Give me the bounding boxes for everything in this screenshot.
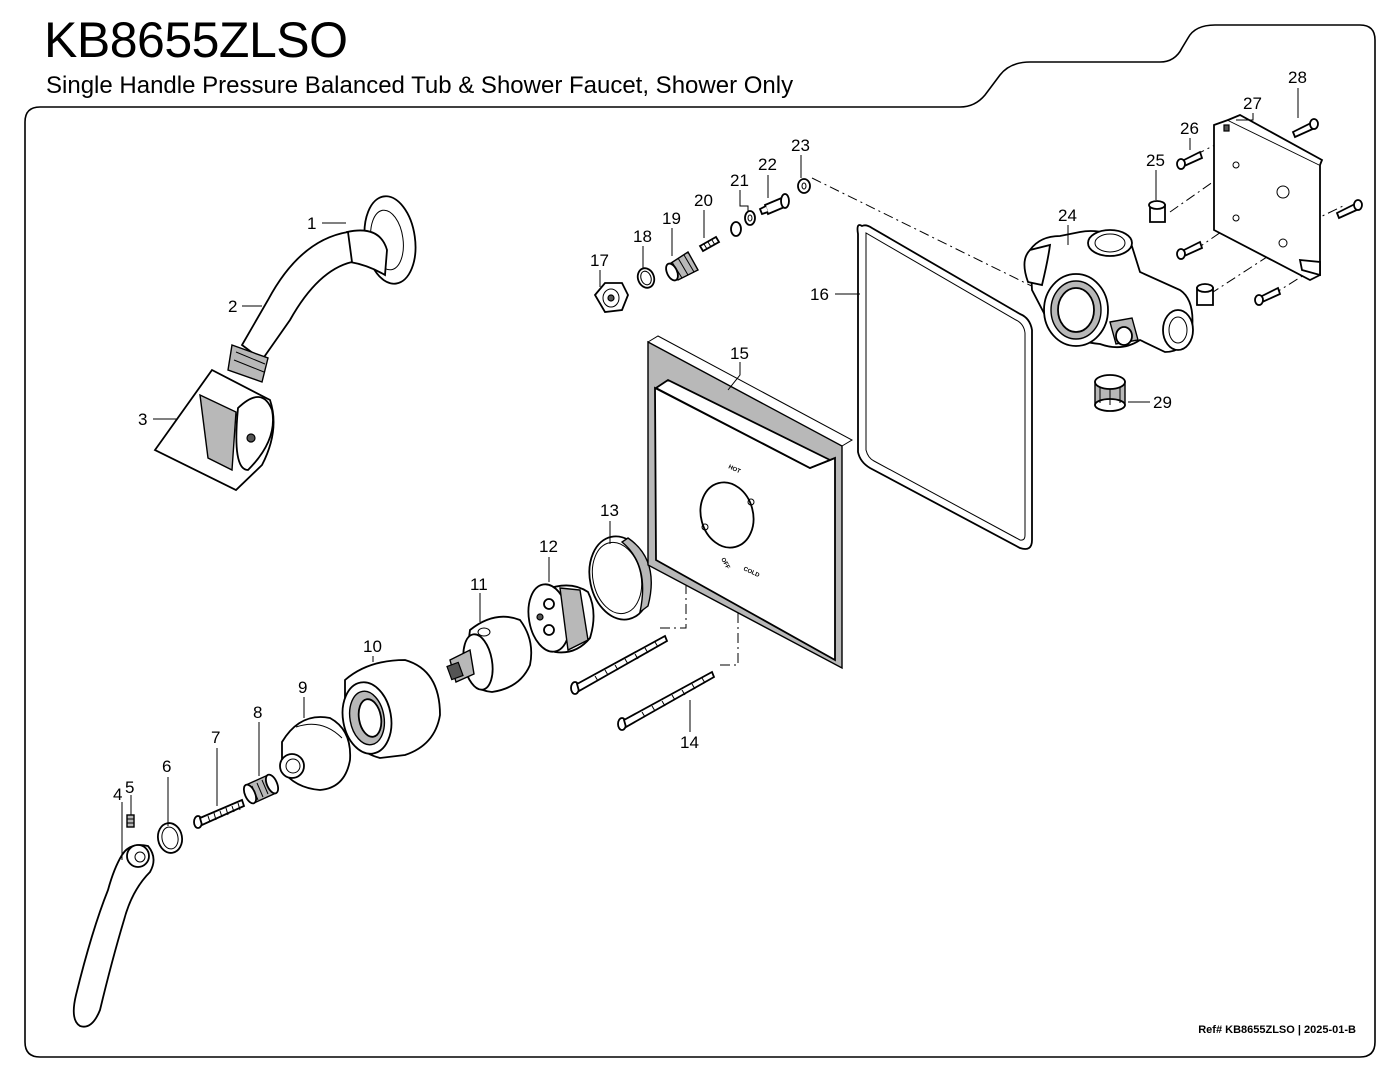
part-23-washer xyxy=(797,178,811,194)
part-21-washers xyxy=(730,210,756,237)
callout-16: 16 xyxy=(810,285,829,304)
callout-7: 7 xyxy=(211,728,220,747)
callout-20: 20 xyxy=(694,191,713,210)
part-2-shower-arm xyxy=(227,230,353,383)
callout-3: 3 xyxy=(138,410,147,429)
callout-9: 9 xyxy=(298,678,307,697)
callout-28: 28 xyxy=(1288,68,1307,87)
part-28-bracket-screws xyxy=(1291,118,1363,220)
callout-4: 4 xyxy=(113,785,122,804)
callout-14: 14 xyxy=(680,733,699,752)
part-17-nut xyxy=(593,282,629,313)
part-1-shower-flange xyxy=(346,195,417,285)
callout-29: 29 xyxy=(1153,393,1172,412)
part-16-wall-gasket xyxy=(856,224,1033,550)
callout-6: 6 xyxy=(162,757,171,776)
part-13-gasket xyxy=(588,535,652,621)
callout-22: 22 xyxy=(758,155,777,174)
callout-12: 12 xyxy=(539,537,558,556)
callout-5: 5 xyxy=(125,778,134,797)
callout-23: 23 xyxy=(791,136,810,155)
callout-25: 25 xyxy=(1146,151,1165,170)
part-5-set-screw xyxy=(126,814,135,828)
part-14-mounting-screws xyxy=(570,634,716,731)
off-marking: OFF xyxy=(719,557,730,571)
callout-17: 17 xyxy=(590,251,609,270)
part-20-screw xyxy=(698,235,721,253)
reference-code: Ref# KB8655ZLSO | 2025-01-B xyxy=(1198,1024,1356,1036)
callout-2: 2 xyxy=(228,297,237,316)
part-27-mounting-bracket xyxy=(1213,114,1324,282)
callout-1: 1 xyxy=(307,214,316,233)
diagram-frame xyxy=(24,24,1376,1058)
part-9-handle-cap xyxy=(279,716,352,791)
part-24-valve-body xyxy=(1023,229,1194,353)
part-8-adapter xyxy=(242,773,280,805)
callout-8: 8 xyxy=(253,703,262,722)
callout-10: 10 xyxy=(363,637,382,656)
part-25-spacers xyxy=(1148,200,1214,306)
centerline-stops xyxy=(811,177,1061,301)
callout-19: 19 xyxy=(662,209,681,228)
centerline-bracket-2 xyxy=(1209,254,1271,295)
model-number: KB8655ZLSO xyxy=(44,12,348,68)
callout-13: 13 xyxy=(600,501,619,520)
part-6-o-ring xyxy=(156,822,184,854)
leader-lines xyxy=(121,88,1299,860)
part-29-plug xyxy=(1094,374,1126,412)
part-19-stem xyxy=(665,251,699,282)
hot-marking: HOT xyxy=(727,464,741,475)
part-22-plunger xyxy=(758,193,790,216)
part-7-handle-screw xyxy=(193,798,246,829)
part-10-sleeve xyxy=(341,659,441,759)
callout-11: 11 xyxy=(470,575,488,594)
callout-26: 26 xyxy=(1180,119,1199,138)
part-11-cartridge xyxy=(446,615,533,693)
callout-24: 24 xyxy=(1058,206,1077,225)
callout-labels: 1 2 3 4 5 6 7 8 9 10 11 12 13 14 15 16 1… xyxy=(113,68,1307,804)
part-18-o-ring xyxy=(636,267,656,289)
callout-18: 18 xyxy=(633,227,652,246)
callout-15: 15 xyxy=(730,344,749,363)
part-3-shower-head xyxy=(153,368,275,492)
part-15-trim-plate: HOT OFF COLD xyxy=(647,335,854,670)
product-description: Single Handle Pressure Balanced Tub & Sh… xyxy=(46,72,794,99)
part-4-lever-handle xyxy=(72,844,155,1028)
callout-27: 27 xyxy=(1243,94,1262,113)
part-12-balancing-unit xyxy=(527,583,595,654)
callout-21: 21 xyxy=(730,171,749,190)
